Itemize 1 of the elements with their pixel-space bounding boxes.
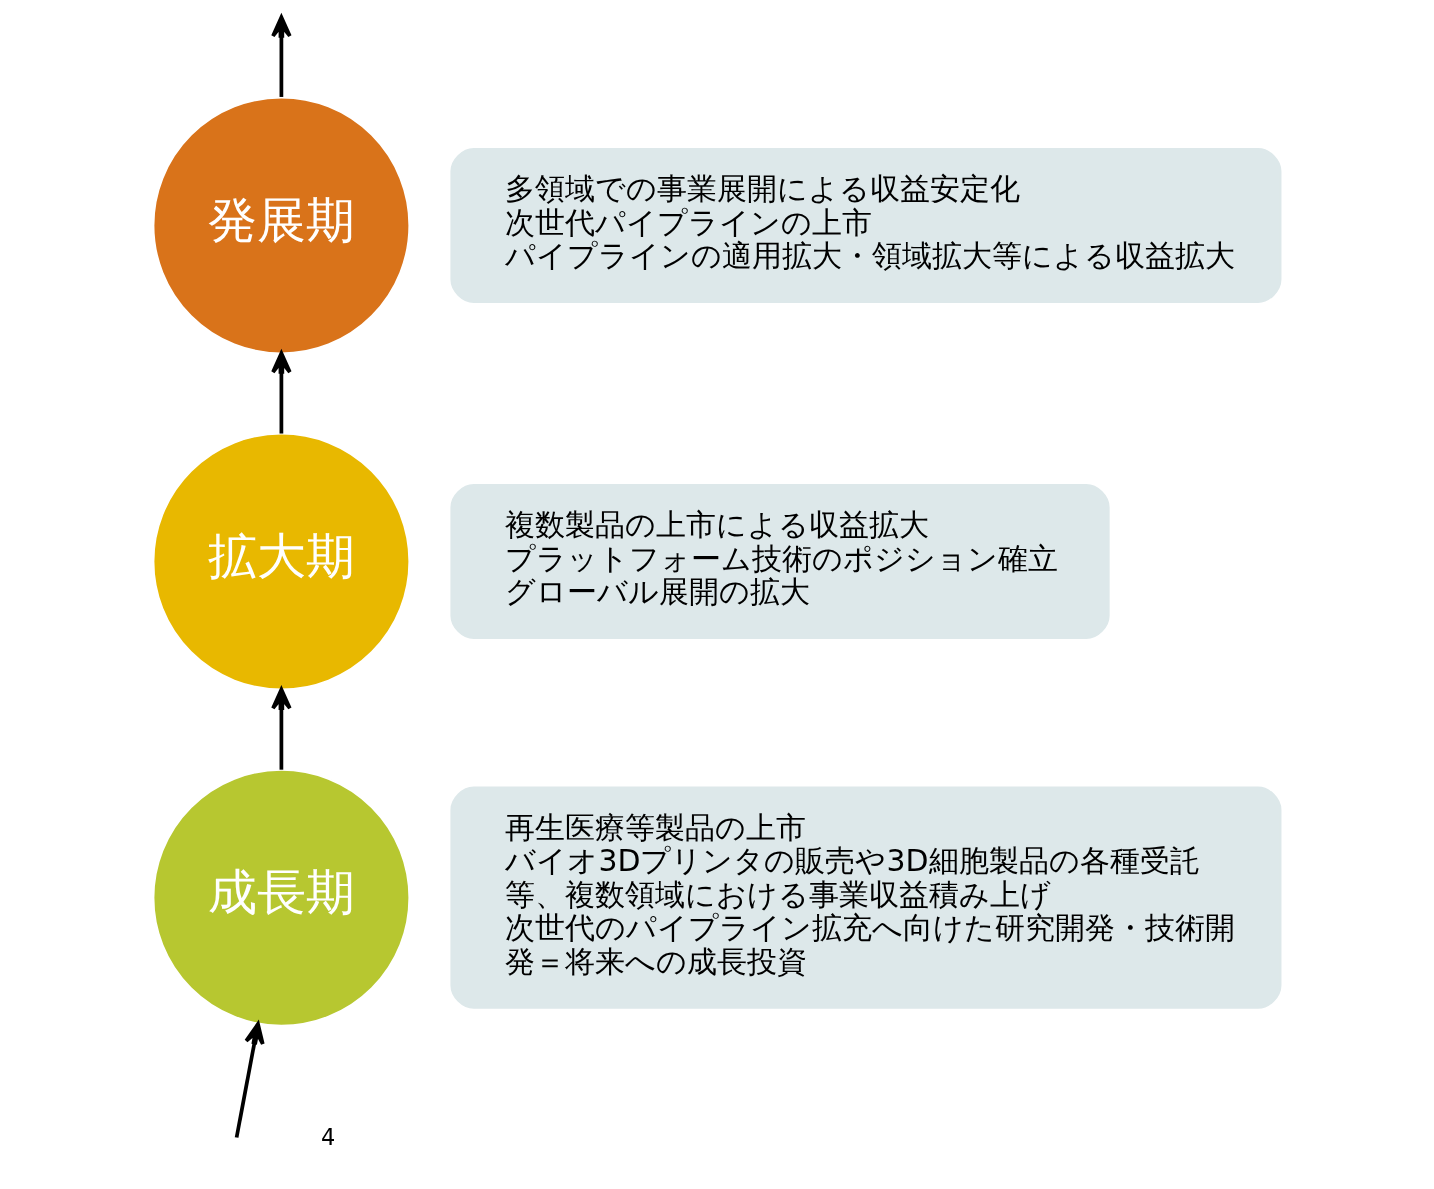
label: 4 (320, 1124, 336, 1151)
